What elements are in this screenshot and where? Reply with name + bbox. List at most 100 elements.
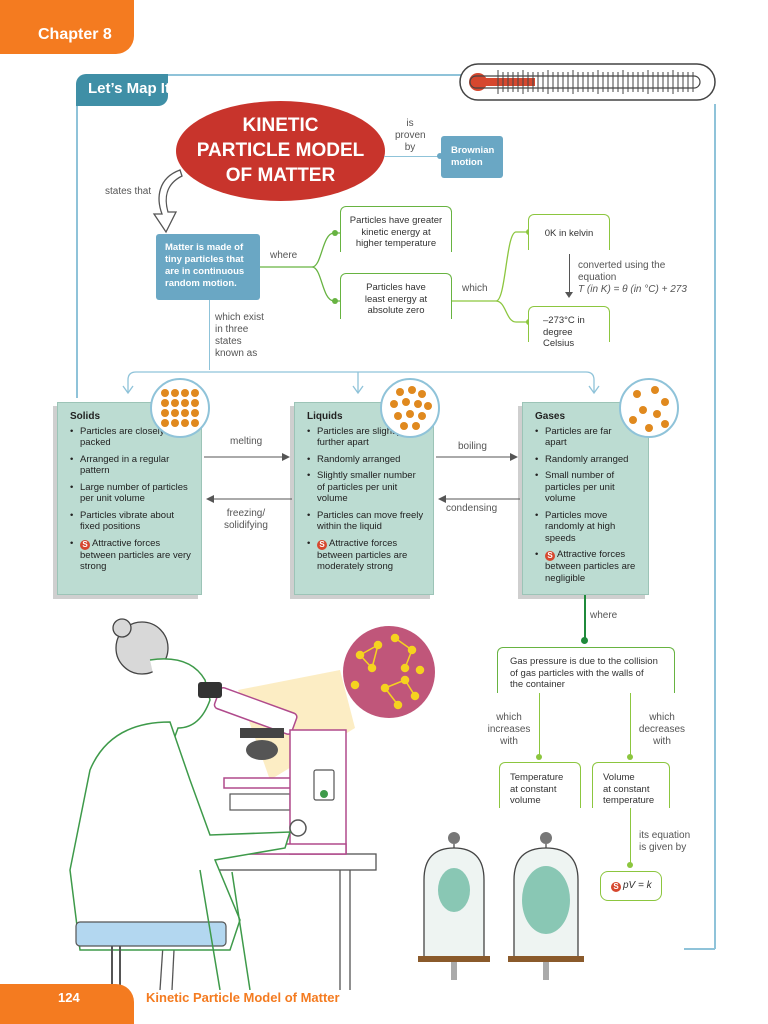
central-ellipse xyxy=(176,101,385,201)
particle-dot xyxy=(181,399,189,407)
converted-line-1: converted using the xyxy=(578,260,666,271)
particle-dot xyxy=(408,386,416,394)
particle-dot xyxy=(171,419,179,427)
list-item: Particles are slightly further apart xyxy=(307,426,425,449)
proven-connector xyxy=(384,156,439,157)
particle-dot xyxy=(661,420,669,428)
particle-dot xyxy=(414,400,422,408)
gas-pressure-box: Gas pressure is due to the collision of … xyxy=(497,647,675,693)
particle-dot xyxy=(191,409,199,417)
particle-dot xyxy=(161,389,169,397)
list-item: Small number of particles per unit volum… xyxy=(535,470,640,505)
which-exist-label: which exist in three states known as xyxy=(215,312,264,360)
gases-particles-icon xyxy=(629,386,669,432)
solids-particles-icon xyxy=(161,389,199,427)
temp-line-1: Temperature xyxy=(510,772,564,783)
frame-top-line xyxy=(165,74,462,76)
temp-line-2: at constant xyxy=(510,783,557,795)
volume-line-3: temperature xyxy=(603,795,655,806)
particle-dot xyxy=(191,419,199,427)
decreases-line-3: with xyxy=(653,736,671,747)
matter-line-2: tiny particles that xyxy=(165,254,244,265)
liquids-particles-icon xyxy=(390,386,432,430)
gas-where-dot xyxy=(581,637,588,644)
gas-pressure-line-3: the container xyxy=(510,679,565,690)
increase-dot xyxy=(536,754,542,760)
central-title: KINETIC PARTICLE MODEL OF MATTER xyxy=(176,113,385,188)
solids-special-text: Attractive forces between particles are … xyxy=(80,537,191,573)
celsius-line-1: –273°C in xyxy=(543,315,585,326)
exist-line-4: known as xyxy=(215,348,258,359)
gas-where-line xyxy=(584,595,586,641)
proven-line-1: is xyxy=(406,118,414,129)
particle-dot xyxy=(161,399,169,407)
decrease-line xyxy=(630,693,632,757)
freezing-arrow xyxy=(206,495,292,503)
equation-line xyxy=(630,808,632,866)
central-title-2: PARTICLE MODEL xyxy=(196,140,365,161)
matter-box: Matter is made of tiny particles that ar… xyxy=(156,234,260,300)
particle-dot xyxy=(396,388,404,396)
particle-dot xyxy=(418,412,426,420)
list-item: Arranged in a regular pattern xyxy=(70,454,193,477)
particle-dot xyxy=(629,416,637,424)
list-item: Randomly arranged xyxy=(307,454,425,466)
scientist-microscope-illustration xyxy=(69,618,435,990)
list-item: Large number of particles per unit volum… xyxy=(70,482,193,505)
matter-line-1: Matter is made of xyxy=(165,242,244,253)
list-item: Particles are far apart xyxy=(535,426,640,449)
particle-dot xyxy=(394,412,402,420)
particle-dot xyxy=(390,400,398,408)
solids-particles-circle xyxy=(150,378,210,438)
list-item: Particles vibrate about fixed positions xyxy=(70,510,193,533)
list-item: Randomly arranged xyxy=(535,454,640,466)
liquids-box: Liquids Particles are slightly further a… xyxy=(294,402,434,595)
increases-line-2: increases xyxy=(487,724,531,735)
greater-ke-line-1: Particles have greater xyxy=(349,215,443,226)
converted-arrow xyxy=(569,254,570,296)
brownian-line-2: motion xyxy=(451,157,483,168)
decrease-dot xyxy=(627,754,633,760)
temp-line-3: volume xyxy=(510,795,541,806)
proven-dot xyxy=(437,153,443,159)
particle-dot xyxy=(400,422,408,430)
solids-list: Particles are closely packed Arranged in… xyxy=(70,426,193,573)
where-connector xyxy=(260,230,346,304)
its-equation-label: its equation is given by xyxy=(639,830,690,854)
liquids-particles-circle xyxy=(380,378,440,438)
exist-vertical-line xyxy=(209,300,211,370)
proven-line-2: proven xyxy=(395,130,426,141)
equation-label-1: its equation xyxy=(639,830,691,841)
matter-line-4: random motion. xyxy=(165,278,237,289)
equation-label-2: is given by xyxy=(639,842,687,853)
gases-box: Gases Particles are far apart Randomly a… xyxy=(522,402,649,595)
temperature-box: Temperature at constant volume xyxy=(499,762,581,808)
equation-dot xyxy=(627,862,633,868)
list-item: Particles can move freely within the liq… xyxy=(307,510,425,533)
particle-dot xyxy=(406,410,414,418)
frame-left-line xyxy=(76,100,78,398)
zero-kelvin-box: 0K in kelvin xyxy=(528,214,610,250)
greater-ke-box: Particles have greater kinetic energy at… xyxy=(340,206,452,252)
list-item: Particles are closely packed xyxy=(70,426,193,449)
gases-special-text: Attractive forces between particles are … xyxy=(545,549,636,584)
central-title-3: OF MATTER xyxy=(225,165,336,186)
least-line-3: absolute zero xyxy=(367,305,425,316)
particle-dot xyxy=(418,390,426,398)
particle-dot xyxy=(424,402,432,410)
exist-line-1: which exist xyxy=(215,312,264,323)
boiling-arrow xyxy=(436,453,518,461)
solids-title: Solids xyxy=(70,411,101,422)
particle-dot xyxy=(171,409,179,417)
gas-pressure-line-2: of gas particles with the walls of xyxy=(510,667,644,679)
gases-list: Particles are far apart Randomly arrange… xyxy=(535,426,640,585)
footer-tab xyxy=(0,984,134,1024)
particle-dot xyxy=(653,410,661,418)
bell-jar-small-icon xyxy=(418,832,490,980)
particle-dot xyxy=(171,389,179,397)
freezing-line-1: freezing/ xyxy=(226,508,266,519)
gas-pressure-line-1: Gas pressure is due to the collision xyxy=(510,656,658,667)
particle-dot xyxy=(402,398,410,406)
